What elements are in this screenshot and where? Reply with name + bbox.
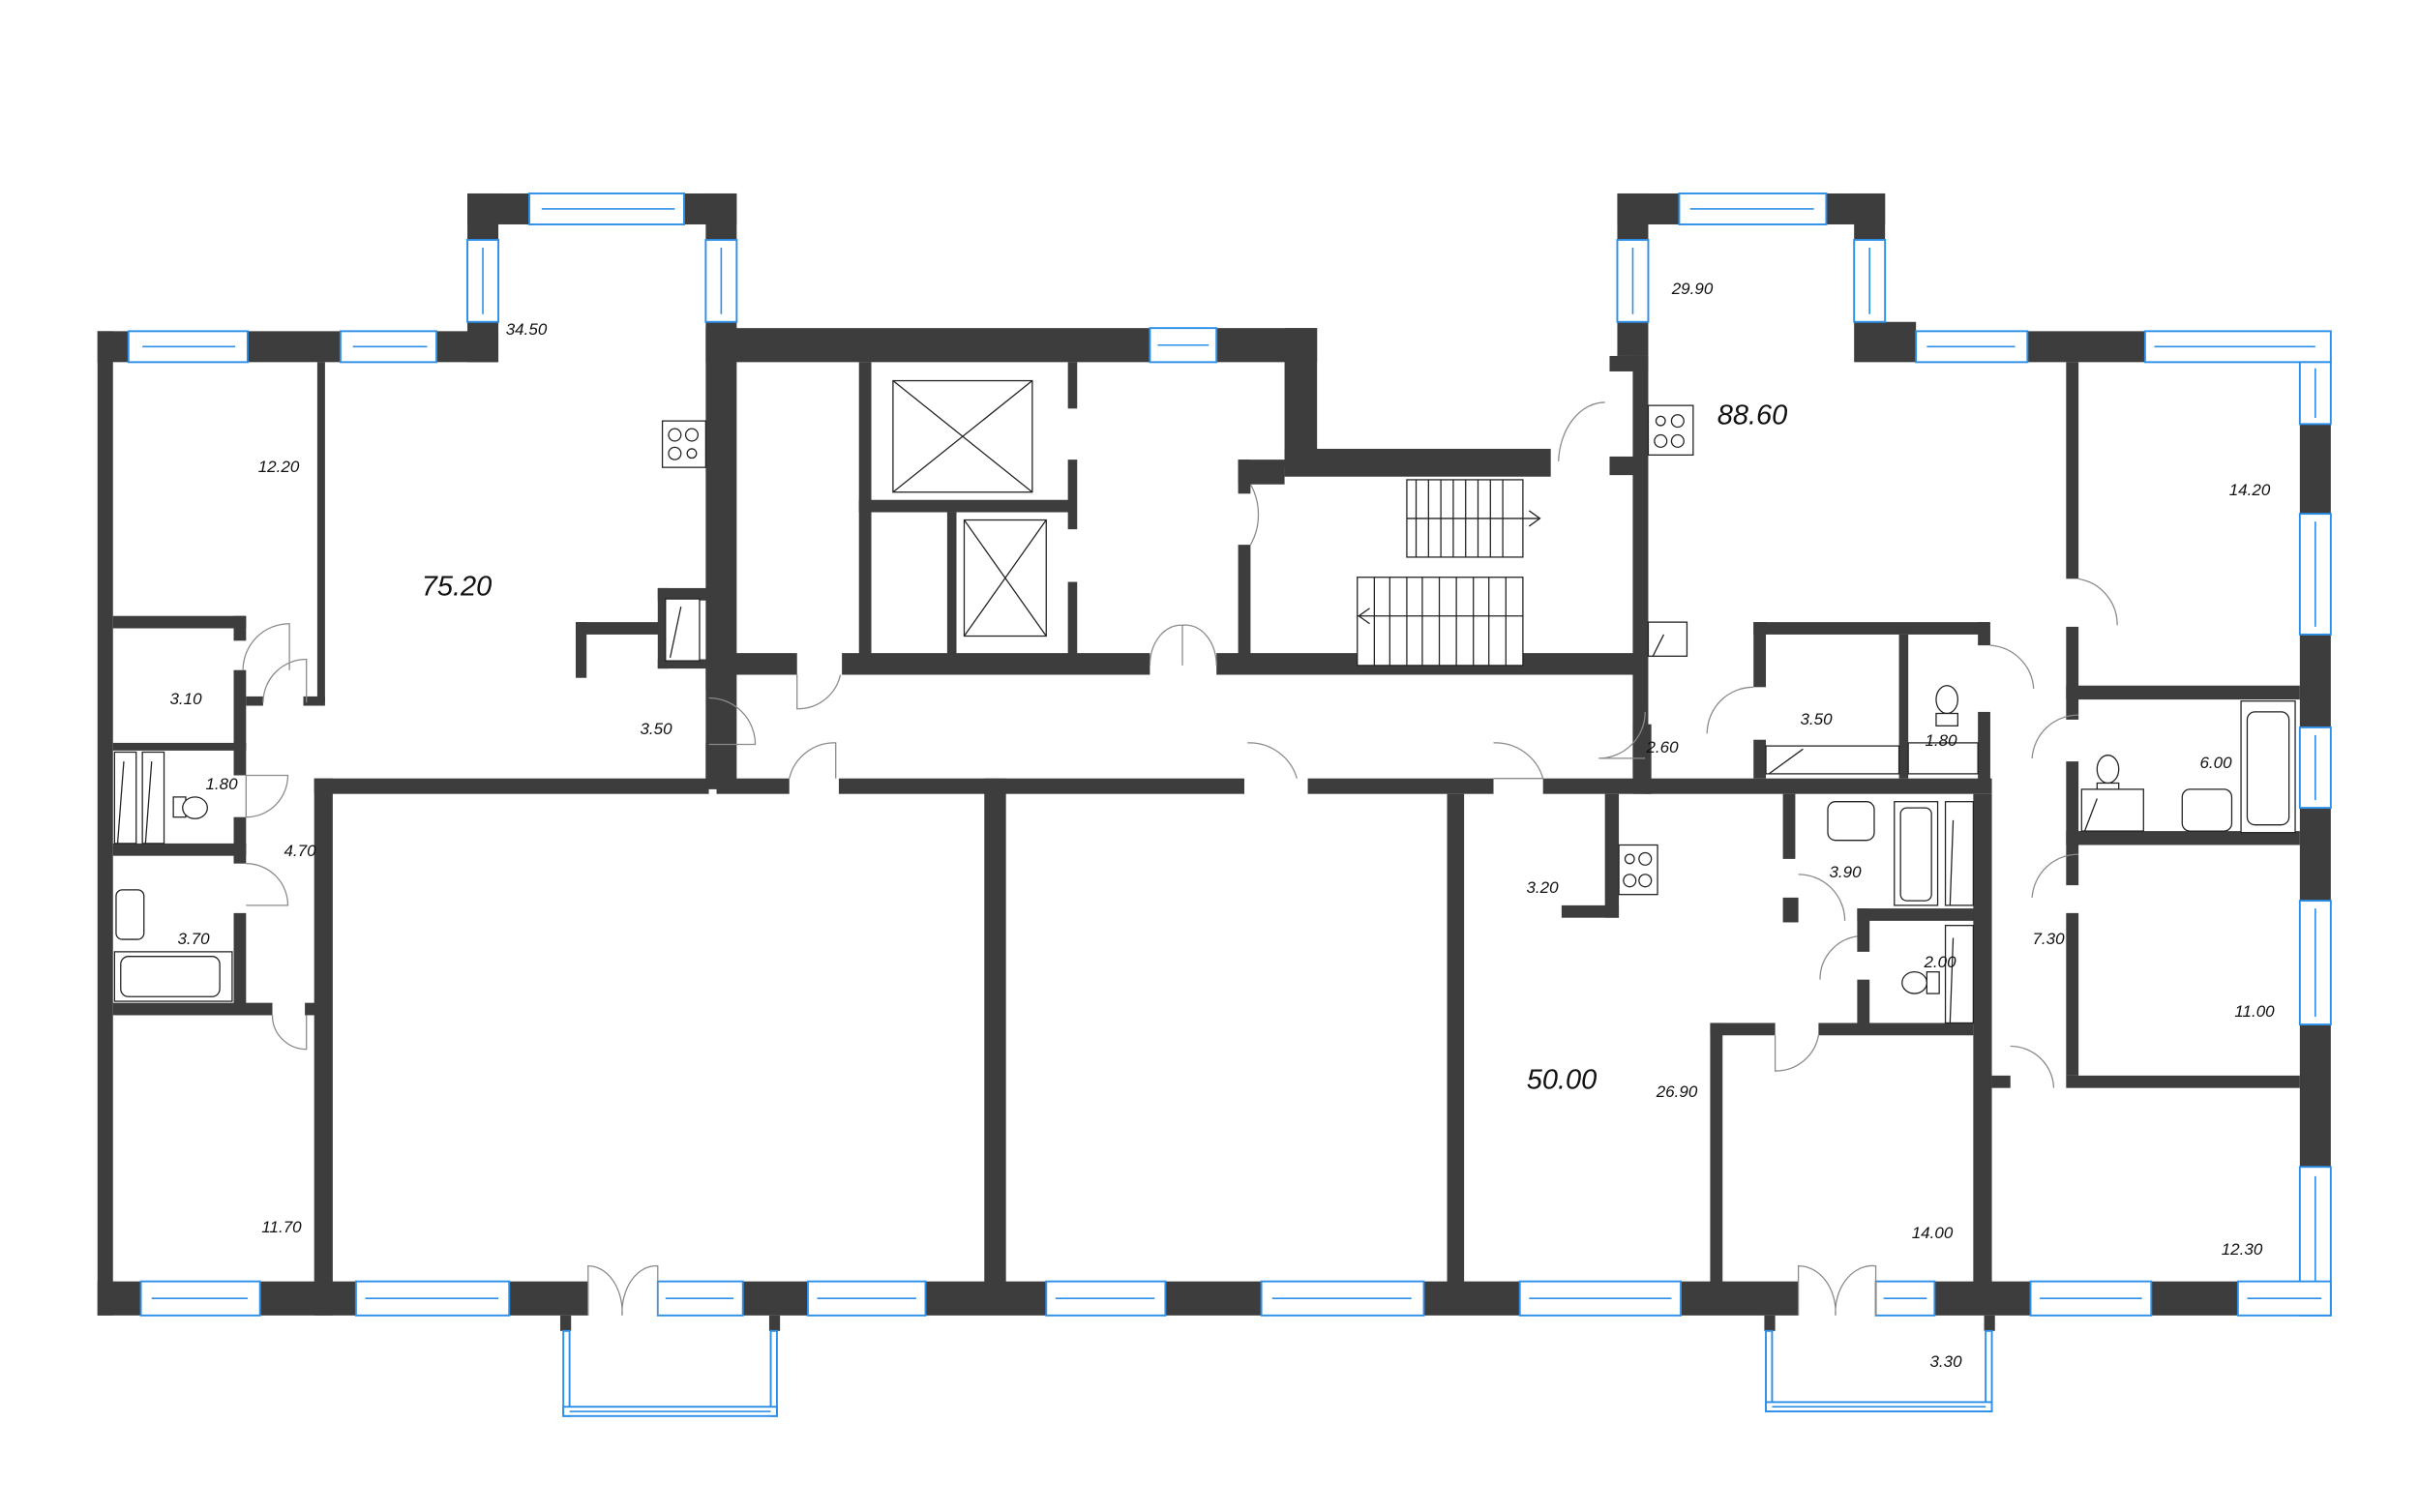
interior-walls-right-top [1753,362,2300,1088]
windows [127,193,2332,1317]
stove-icon [661,420,707,468]
interior-walls-core [716,362,1652,1285]
room-area-label: 26.90 [1656,1082,1698,1101]
room-area-label: 7.30 [2032,930,2065,948]
sink-icon [2181,788,2233,832]
room-area-label: 1.80 [205,775,238,793]
elevator-shafts [892,379,1047,637]
room-area-label: 3.50 [1800,710,1833,728]
balcony-left [562,1329,778,1417]
room-area-label: 3.90 [1829,863,1862,881]
room-area-label: 3.50 [640,720,672,738]
interior-walls-right-bottom [1447,778,1992,1285]
room-area-label: 2.60 [1646,738,1679,756]
stove-icon [1647,404,1694,456]
room-area-label: 11.00 [2234,1002,2275,1021]
apartment-total-area-right-top: 88.60 [1717,400,1788,431]
room-area-label: 12.20 [257,458,300,476]
room-area-label: 1.80 [1925,731,1957,750]
staircase [1357,479,1541,667]
apartment-total-area-right-bottom: 50.00 [1526,1064,1598,1096]
exterior-walls [97,193,2331,1331]
room-area-label: 12.30 [2221,1240,2263,1259]
stove-icon [1618,844,1658,896]
bathtub-icon [1894,801,1939,906]
sink-icon [1827,801,1875,842]
room-area-label: 3.30 [1929,1352,1962,1371]
wardrobe-icon [113,598,2144,1024]
toilet-icon [1935,685,1958,726]
room-area-label: 14.00 [1911,1224,1954,1242]
toilet-icon [172,796,208,819]
room-area-label: 3.10 [169,690,202,708]
room-area-label: 29.90 [1671,280,1714,298]
room-area-label: 3.70 [177,930,210,948]
balcony-right [1765,1329,1993,1412]
bathtub-icon [2240,700,2296,834]
interior-walls-left [112,362,725,1316]
door-swings [242,401,2118,1316]
room-area-label: 6.00 [2199,754,2232,772]
toilet-icon [1901,971,1940,994]
bathtub-icon [113,951,233,1002]
room-area-label: 11.70 [261,1218,302,1236]
room-area-label: 34.50 [505,320,548,339]
room-area-label: 2.00 [1924,953,1956,971]
room-area-label: 14.20 [2228,481,2271,499]
room-area-label: 3.20 [1526,878,1559,897]
room-area-label: 4.70 [284,842,316,860]
sink-icon [115,889,145,940]
apartment-total-area-left: 75.20 [421,571,493,603]
